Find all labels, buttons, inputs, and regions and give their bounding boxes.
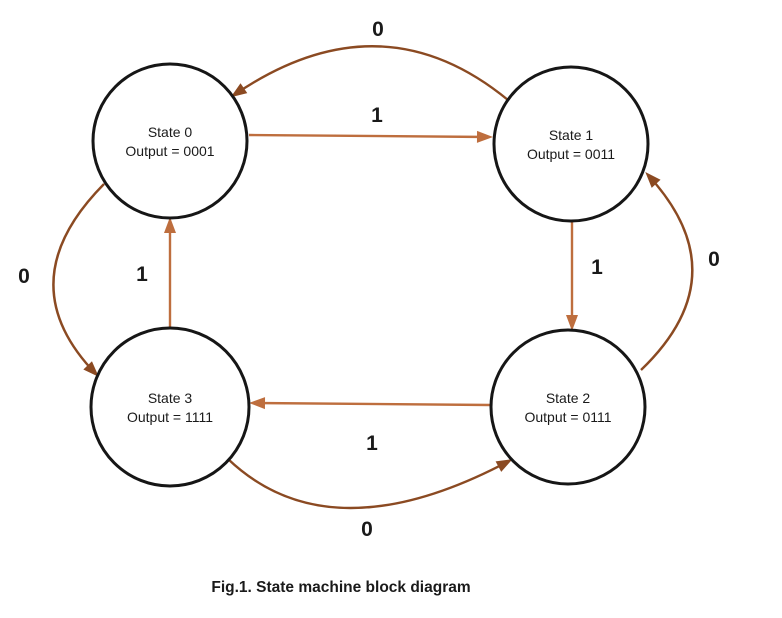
label-state2-to-state1: 0 xyxy=(708,248,720,271)
state-3-node: State 3 Output = 1111 xyxy=(89,326,251,488)
transition-labels: 0 1 0 1 1 0 1 0 xyxy=(18,18,720,541)
state-2-node: State 2 Output = 0111 xyxy=(489,328,647,486)
label-state2-to-state3: 1 xyxy=(366,432,378,455)
state-3-circle xyxy=(89,326,251,488)
arrow-state0-to-state1 xyxy=(248,130,493,143)
state-0-output: Output = 0001 xyxy=(125,143,214,159)
state-0-node: State 0 Output = 0001 xyxy=(91,62,249,220)
figure-caption: Fig.1. State machine block diagram xyxy=(211,579,470,596)
arrow-state2-to-state1 xyxy=(640,172,694,371)
arrow-state3-to-state2 xyxy=(227,458,513,510)
state-2-circle xyxy=(489,328,647,486)
state-0-circle xyxy=(91,62,249,220)
label-state0-to-state3: 0 xyxy=(18,265,30,288)
arrow-state1-to-state0 xyxy=(230,45,509,101)
label-state1-to-state0: 0 xyxy=(372,18,384,41)
label-state0-to-state1: 1 xyxy=(371,104,383,127)
state-nodes: State 0 Output = 0001 State 1 Output = 0… xyxy=(89,62,650,488)
state-0-name: State 0 xyxy=(148,124,193,140)
state-1-output: Output = 0011 xyxy=(527,146,615,162)
state-3-output: Output = 1111 xyxy=(127,409,213,425)
transition-arrows xyxy=(52,45,694,510)
state-1-circle xyxy=(492,65,650,223)
state-2-output: Output = 0111 xyxy=(524,409,611,425)
label-state3-to-state0: 1 xyxy=(136,263,148,286)
arrow-state2-to-state3 xyxy=(249,397,491,410)
state-1-name: State 1 xyxy=(549,127,594,143)
state-3-name: State 3 xyxy=(148,390,193,406)
state-2-name: State 2 xyxy=(546,390,591,406)
state-1-node: State 1 Output = 0011 xyxy=(492,65,650,223)
label-state1-to-state2: 1 xyxy=(591,256,603,279)
label-state3-to-state2: 0 xyxy=(361,518,373,541)
arrow-state0-to-state3 xyxy=(52,183,105,377)
